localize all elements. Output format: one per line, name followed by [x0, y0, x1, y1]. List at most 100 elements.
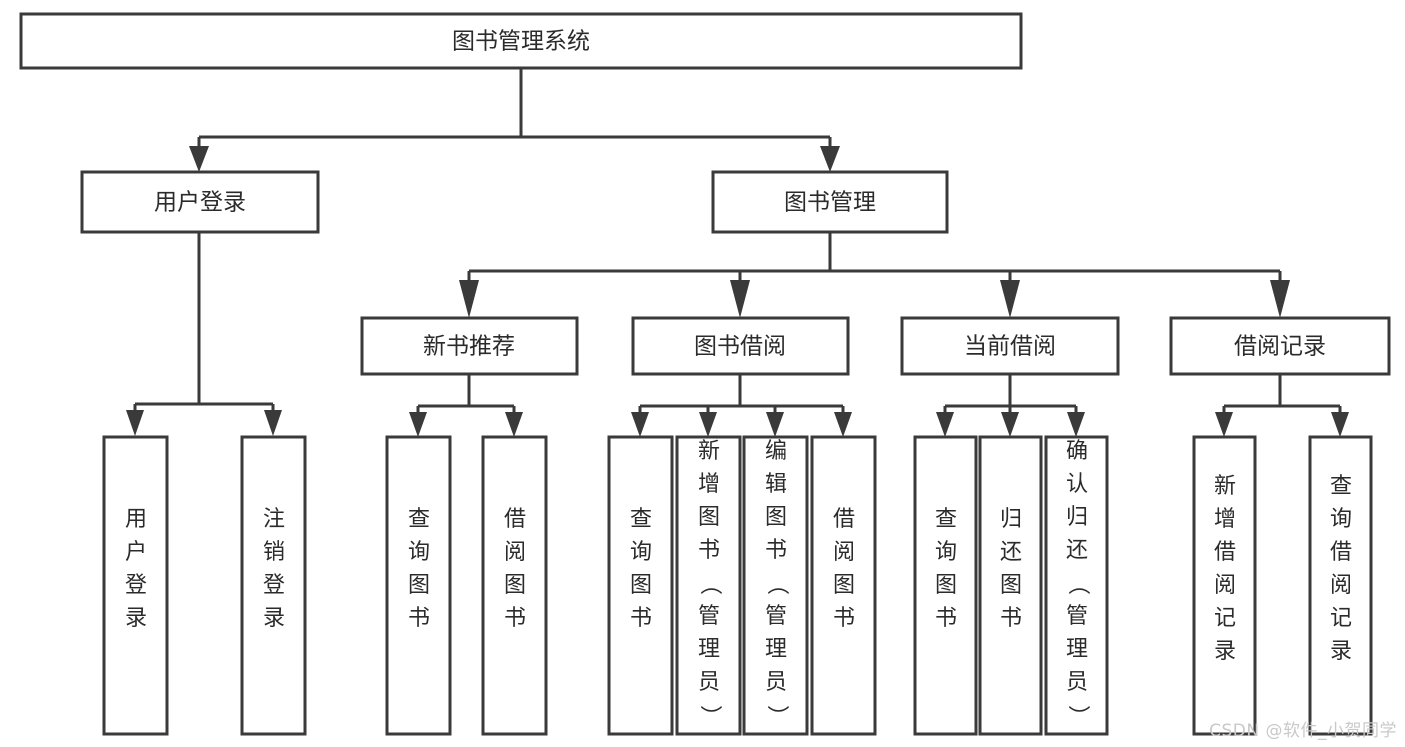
- node-new-book-recommend-box[interactable]: [360, 316, 579, 376]
- svg-text:书: 书: [504, 606, 526, 631]
- svg-text:查: 查: [408, 507, 430, 532]
- arrow-head-bb-leaf-1: [631, 412, 649, 437]
- svg-text:理: 理: [698, 637, 720, 662]
- leaf-cb-query-book-box[interactable]: [913, 435, 978, 736]
- node-book-borrow-box[interactable]: [631, 316, 850, 376]
- svg-text:查: 查: [1330, 474, 1352, 499]
- svg-text:）: ）: [697, 705, 722, 727]
- svg-text:还: 还: [1066, 538, 1088, 563]
- node-root-system[interactable]: 图书管理系统: [19, 12, 1023, 70]
- svg-text:（: （: [697, 573, 722, 595]
- svg-text:理: 理: [765, 637, 787, 662]
- svg-text:书: 书: [408, 606, 430, 631]
- svg-text:阅: 阅: [1214, 573, 1236, 598]
- node-user-login-box[interactable]: [80, 170, 320, 234]
- node-book-management-label: 图书管理: [784, 190, 876, 216]
- svg-text:录: 录: [1214, 639, 1236, 664]
- node-borrow-record-label: 借阅记录: [1234, 334, 1326, 360]
- arrow-head-bb-leaf-4: [834, 412, 852, 437]
- node-new-book-recommend[interactable]: 新书推荐: [360, 316, 579, 376]
- svg-text:阅: 阅: [833, 540, 855, 565]
- svg-text:阅: 阅: [1330, 573, 1352, 598]
- svg-text:录: 录: [1330, 639, 1352, 664]
- svg-text:查: 查: [935, 507, 957, 532]
- svg-text:书: 书: [765, 538, 787, 563]
- arrow-head-cb-leaf-3: [1067, 412, 1085, 437]
- svg-text:录: 录: [125, 606, 147, 631]
- leaf-br-add-record-box[interactable]: [1192, 435, 1257, 736]
- svg-text:登: 登: [263, 573, 285, 598]
- leaf-bb-query-book-box[interactable]: [607, 435, 674, 736]
- svg-text:图: 图: [765, 505, 787, 530]
- leaf-bb-add-book-box[interactable]: [675, 435, 742, 736]
- svg-text:查: 查: [630, 507, 652, 532]
- arrow-head-borrow-record: [1270, 280, 1290, 318]
- svg-text:员: 员: [1066, 670, 1088, 695]
- leaf-cb-return-book-box[interactable]: [978, 435, 1043, 736]
- svg-text:员: 员: [765, 670, 787, 695]
- node-book-borrow[interactable]: 图书借阅: [631, 316, 850, 376]
- svg-text:注: 注: [263, 507, 285, 532]
- leaf-bb-edit-book-box[interactable]: [742, 435, 809, 736]
- arrow-head-br-leaf-1: [1215, 412, 1233, 437]
- arrow-head-nb-leaf-1: [409, 412, 427, 437]
- svg-text:询: 询: [408, 540, 430, 565]
- leaf-br-query-record-box[interactable]: [1308, 435, 1373, 736]
- node-book-management-box[interactable]: [711, 170, 949, 234]
- svg-text:借: 借: [1330, 540, 1352, 565]
- node-book-borrow-label: 图书借阅: [694, 334, 786, 360]
- svg-text:书: 书: [630, 606, 652, 631]
- node-root-system-box[interactable]: [19, 12, 1023, 70]
- svg-text:）: ）: [1065, 705, 1090, 727]
- arrow-head-leaf-user-login: [126, 410, 144, 436]
- node-user-login[interactable]: 用户登录: [80, 170, 320, 234]
- arrow-head-new-book-recommend: [459, 280, 479, 318]
- node-borrow-record-box[interactable]: [1169, 316, 1391, 376]
- node-new-book-recommend-label: 新书推荐: [423, 334, 515, 360]
- svg-text:记: 记: [1330, 606, 1352, 631]
- svg-text:录: 录: [263, 606, 285, 631]
- csdn-watermark: CSDN @软件_小贺同学: [1209, 721, 1397, 741]
- svg-text:增: 增: [1214, 507, 1236, 532]
- leaf-node[interactable]: 用户登录: [102, 435, 169, 736]
- node-user-login-label: 用户登录: [154, 190, 246, 216]
- node-borrow-record[interactable]: 借阅记录: [1169, 316, 1391, 376]
- node-book-management[interactable]: 图书管理: [711, 170, 949, 234]
- leaf-user-login-box[interactable]: [102, 435, 169, 736]
- svg-text:归: 归: [1066, 505, 1088, 530]
- leaf-bb-borrow-book-box[interactable]: [810, 435, 877, 736]
- leaf-nb-borrow-book-box[interactable]: [481, 435, 548, 736]
- leaf-nb-query-book-box[interactable]: [385, 435, 452, 736]
- svg-text:图: 图: [1000, 573, 1022, 598]
- arrow-head-current-borrow: [1000, 280, 1020, 318]
- svg-text:书: 书: [1000, 606, 1022, 631]
- svg-text:记: 记: [1214, 606, 1236, 631]
- svg-text:借: 借: [833, 507, 855, 532]
- svg-text:询: 询: [935, 540, 957, 565]
- svg-text:管: 管: [765, 604, 787, 629]
- arrow-head-bb-leaf-3: [766, 412, 784, 437]
- svg-text:归: 归: [1000, 507, 1022, 532]
- node-current-borrow-box[interactable]: [900, 316, 1120, 376]
- leaf-cb-confirm-return-box[interactable]: [1044, 435, 1109, 736]
- leaf-logout-box[interactable]: [240, 435, 307, 736]
- node-current-borrow[interactable]: 当前借阅: [900, 316, 1120, 376]
